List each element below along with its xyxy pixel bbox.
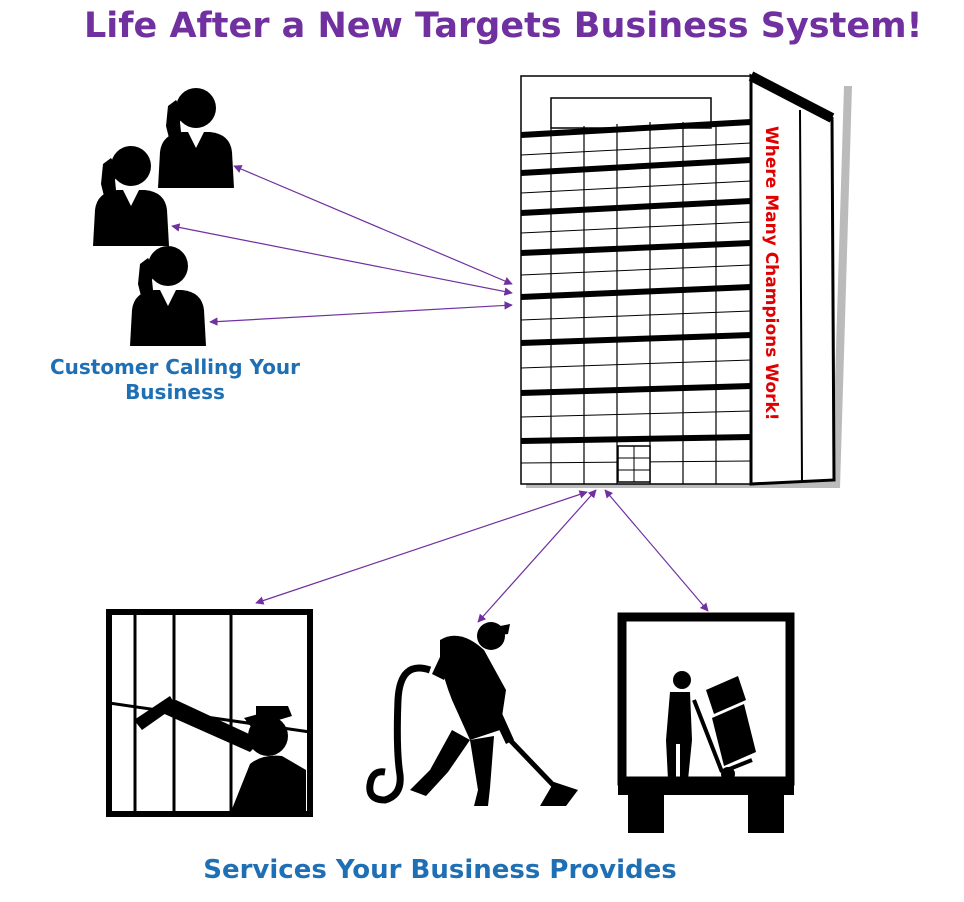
page-title: Life After a New Targets Business System…: [84, 6, 923, 46]
phone-caller-icon: [93, 146, 169, 246]
vacuum-cleaner-icon: [366, 622, 578, 806]
building-label: Where Many Champions Work!: [761, 126, 781, 421]
services-caption: Services Your Business Provides: [203, 855, 677, 885]
arrow-window-washer: [255, 490, 588, 605]
arrow-caller-1: [233, 165, 513, 285]
phone-caller-icon: [158, 88, 234, 188]
delivery-mover-icon: [617, 612, 795, 833]
office-building-icon: Where Many Champions Work!: [520, 71, 852, 488]
connection-arrows: [171, 165, 709, 623]
customers-group: [93, 88, 234, 346]
arrow-vacuum: [477, 489, 597, 623]
phone-caller-icon: [130, 246, 206, 346]
arrow-mover: [604, 489, 709, 612]
customer-caption: Customer Calling Your Business: [49, 355, 301, 404]
window-washer-icon: [106, 609, 313, 817]
arrow-caller-3: [209, 301, 513, 326]
arrow-caller-2: [171, 223, 513, 296]
